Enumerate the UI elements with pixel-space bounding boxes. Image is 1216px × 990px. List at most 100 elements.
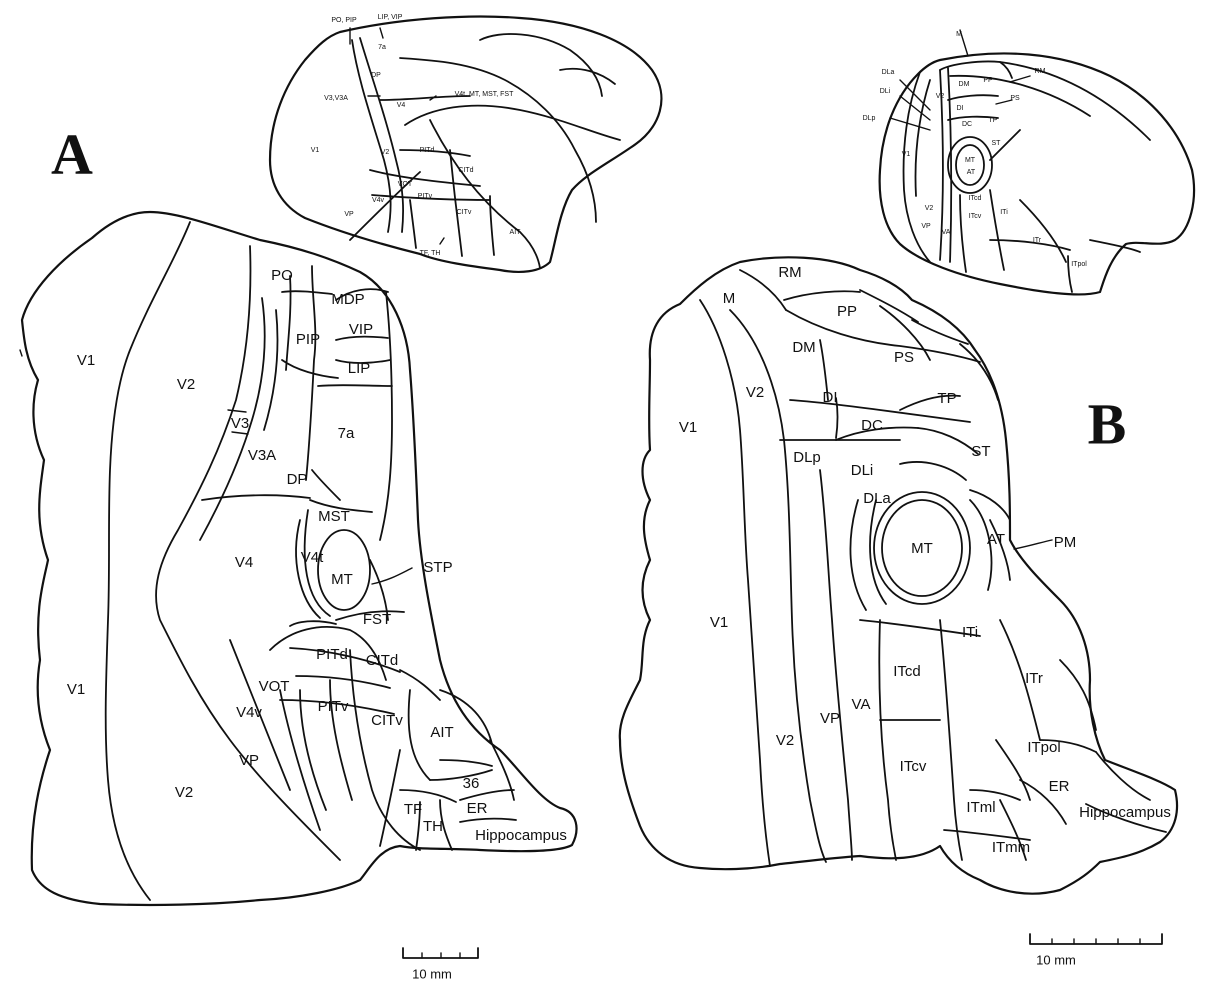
panel-a-scale-bar: 10 mm [403,948,478,981]
flat-b-rm: RM [778,264,801,281]
brain-b-label-itr: ITr [1033,237,1042,244]
flat-b-v2-lower: V2 [776,732,794,749]
flat-b-at: AT [987,531,1005,548]
flat-a-36: 36 [463,775,480,792]
flat-a-vp: VP [239,752,259,769]
brain-b-label-dla: DLa [882,69,895,76]
brain-b-label-v2-lower: V2 [925,205,934,212]
flat-b-v1-lower: V1 [710,614,728,631]
flat-b-itr: ITr [1025,670,1043,687]
flat-b-itmm: ITmm [992,839,1030,856]
brain-b-label-va: VA [942,229,951,236]
panel-a-scale-label: 10 mm [412,966,452,981]
brain-a-label-7a: 7a [378,44,386,51]
flat-b-dlp: DLp [793,449,821,466]
flat-a-dp: DP [287,471,308,488]
brain-b-label-mt: MT [965,157,976,164]
brain-b-label-tp: TP [989,117,998,124]
brain-a-label-v3-v3a: V3,V3A [324,95,348,102]
brain-b-label-v2: V2 [936,93,945,100]
brain-a-label-v4t-group: V4t, MT, MST, FST [455,91,514,98]
flat-b-v1-upper: V1 [679,419,697,436]
flat-b-itml: ITml [966,799,995,816]
brain-b-label-iti: ITi [1000,209,1008,216]
flat-b-v2-upper: V2 [746,384,764,401]
flat-a-v4t: V4t [301,549,324,566]
flat-b-iti: ITi [962,624,978,641]
brain-a-label-pitv: PITv [418,193,433,200]
flat-b-vp: VP [820,710,840,727]
panel-b-brain-drawing: M RM DLa DLi DLp DM PP V2 DI DC PS TP ST… [863,30,1194,294]
flat-a-er: ER [467,800,488,817]
brain-b-label-pp: PP [983,77,993,84]
flat-a-vot: VOT [259,678,290,695]
flat-a-v2-upper: V2 [177,376,195,393]
brain-a-label-v4v: V4v [372,197,385,204]
flat-a-v4: V4 [235,554,253,571]
flat-a-po: PO [271,267,293,284]
flat-a-lip: LIP [348,360,371,377]
flat-b-dli: DLi [851,462,874,479]
panel-a-flat-map: V1 V1 V2 V2 V3 V3A PO MDP PIP VIP LIP 7a… [20,212,576,905]
brain-a-label-pitd: PITd [420,147,435,154]
flat-a-citd: CITd [366,652,399,669]
flat-a-fst: FST [363,611,391,628]
flat-a-v2-lower: V2 [175,784,193,801]
flat-b-tp: TP [937,390,956,407]
panel-b-scale-label: 10 mm [1036,952,1076,967]
flat-a-pitv: PITv [318,698,349,715]
panel-b-flat-map: RM M PP DM PS V1 V1 V2 V2 DI TP DC DLp S… [620,257,1177,893]
flat-a-v1-lower: V1 [67,681,85,698]
panel-b-scale-bar: 10 mm [1030,934,1162,967]
brain-b-label-vp: VP [921,223,931,230]
flat-a-vip: VIP [349,321,373,338]
flat-a-citv: CITv [371,712,403,729]
flat-b-dm: DM [792,339,815,356]
brain-a-label-lip-vip: LIP, VIP [378,14,403,21]
brain-b-label-st: ST [992,140,1002,147]
brain-b-label-dc: DC [962,121,972,128]
flat-b-itpol: ITpol [1027,739,1060,756]
brain-b-label-dli: DLi [880,88,891,95]
flat-a-tf: TF [404,801,422,818]
flat-a-stp: STP [423,559,452,576]
brain-b-label-itcv: ITcv [969,213,982,220]
brain-b-label-dm: DM [959,81,970,88]
brain-a-label-citd: CITd [458,167,473,174]
flat-b-st: ST [971,443,990,460]
flat-b-pm: PM [1054,534,1077,551]
flat-a-hippocampus: Hippocampus [475,827,567,844]
flat-a-pitd: PITd [316,646,348,663]
flat-b-mt: MT [911,540,933,557]
flat-b-itcd: ITcd [893,663,921,680]
brain-b-label-ps: PS [1010,95,1020,102]
brain-b-label-at: AT [967,169,976,176]
panel-a-letter: A [51,121,93,186]
flat-b-va: VA [852,696,871,713]
flat-b-pp: PP [837,303,857,320]
brain-a-label-v4: V4 [397,102,406,109]
flat-a-v1-upper: V1 [77,352,95,369]
flat-a-pip: PIP [296,331,320,348]
flat-a-v4v: V4v [236,704,262,721]
brain-a-label-v1: V1 [311,147,320,154]
flat-a-th: TH [423,818,443,835]
brain-a-label-vp: VP [344,211,354,218]
flat-b-dla: DLa [863,490,891,507]
flat-b-di: DI [823,389,838,406]
panel-a-brain-drawing: PO, PIP LIP, VIP 7a DP V3,V3A V4 V4t, MT… [270,14,661,272]
brain-b-label-rm: RM [1035,68,1046,75]
flat-b-itcv: ITcv [900,758,927,775]
brain-a-label-v2: V2 [381,149,390,156]
brain-b-label-m: M [956,31,962,38]
flat-a-mst: MST [318,508,350,525]
brain-a-label-po-pip: PO, PIP [331,17,357,24]
flat-a-v3: V3 [231,415,249,432]
flat-b-ps: PS [894,349,914,366]
flat-b-hippocampus: Hippocampus [1079,804,1171,821]
flat-a-mt: MT [331,571,353,588]
flat-a-ait: AIT [430,724,453,741]
flat-b-er: ER [1049,778,1070,795]
brain-b-label-itcd: ITcd [969,195,982,202]
